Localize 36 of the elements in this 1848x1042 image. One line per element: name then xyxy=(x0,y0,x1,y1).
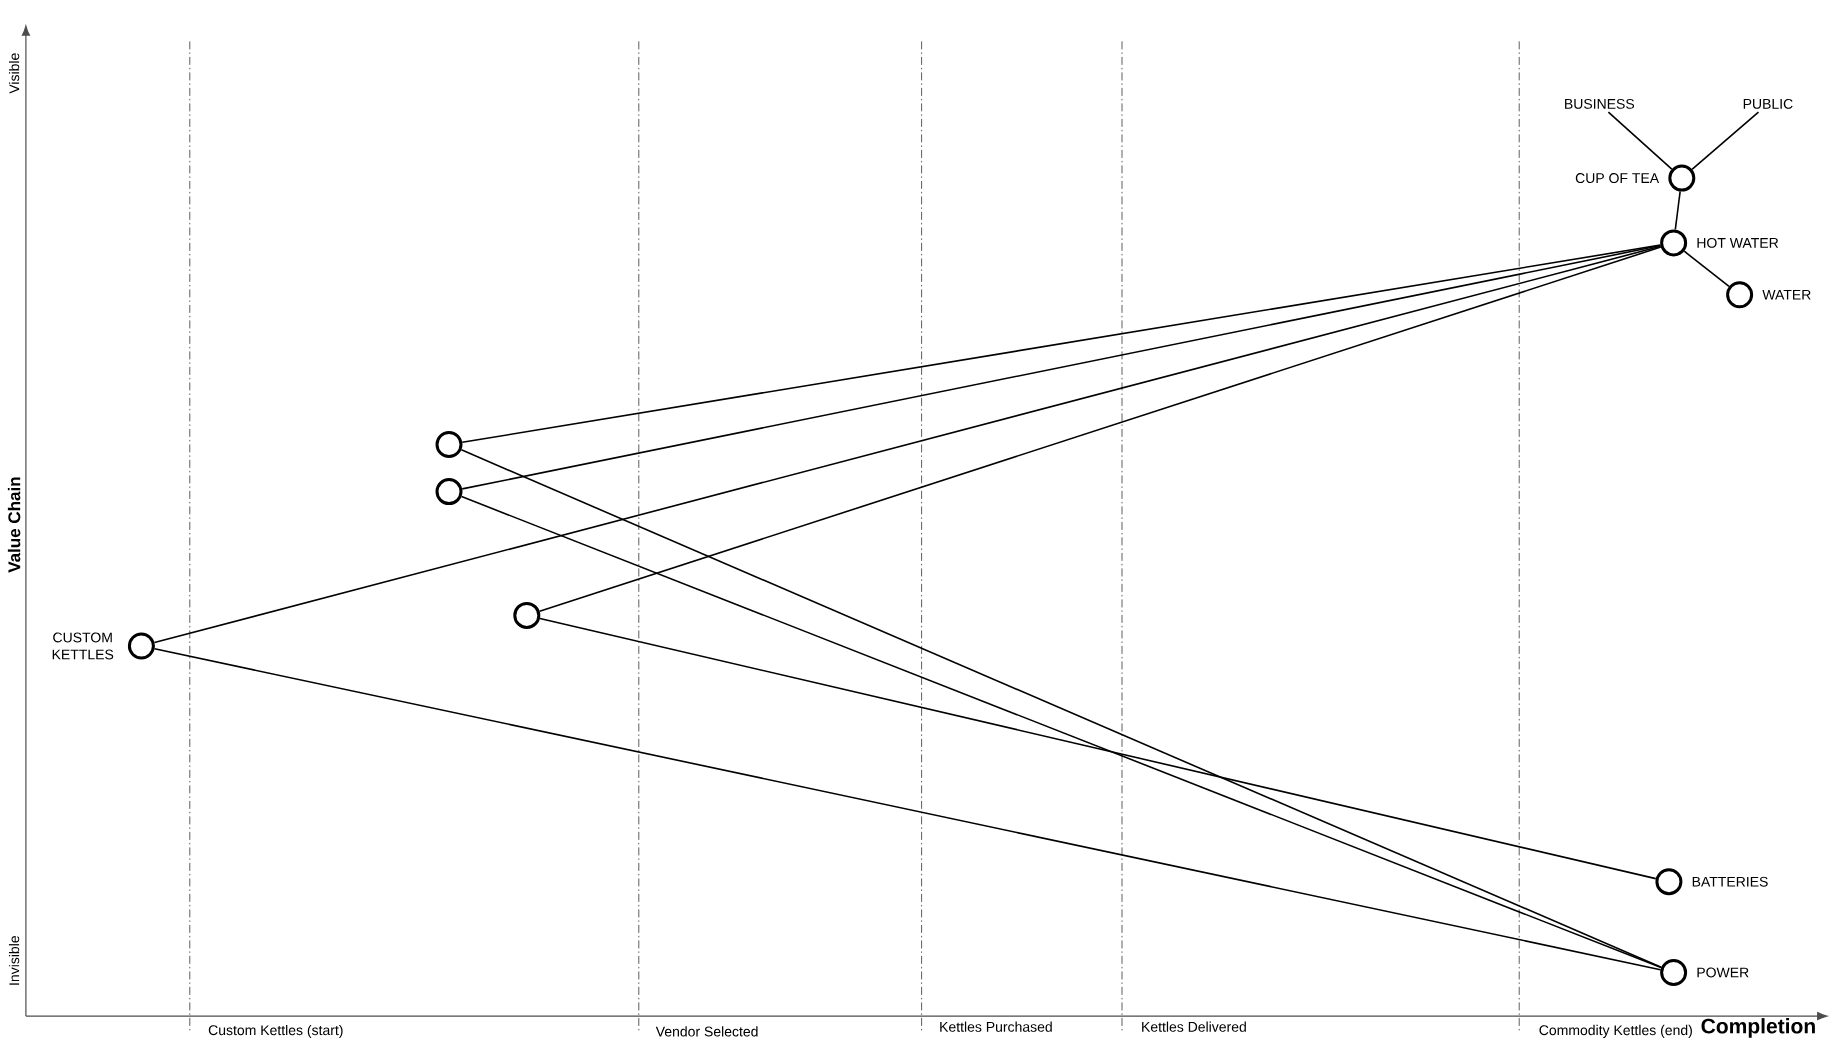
connector-line xyxy=(1607,111,1673,170)
stage-label: Vendor Selected xyxy=(655,1026,758,1037)
axis-label: Visible xyxy=(8,53,20,94)
axis-label: Value Chain xyxy=(7,477,21,573)
connector-line xyxy=(539,617,1657,880)
component-circle xyxy=(435,478,463,506)
node-label: BATTERIES xyxy=(1692,876,1768,887)
connector-line xyxy=(1683,250,1730,288)
component-circle xyxy=(513,601,541,629)
connector-line xyxy=(153,648,1662,971)
axis-label: Completion xyxy=(1701,1018,1815,1038)
connector-line xyxy=(461,244,1662,490)
component-node: CUSTOM KETTLES xyxy=(52,632,155,660)
stage-label: Kettles Delivered xyxy=(1142,1021,1246,1032)
component-node: HOT WATER xyxy=(1660,229,1779,257)
stage-label: Kettles Purchased xyxy=(940,1021,1052,1032)
connector-line xyxy=(1691,111,1760,171)
axis-label: Invisible xyxy=(8,936,20,985)
stage-label: Commodity Kettles (end) xyxy=(1539,1024,1692,1038)
component-node: BATTERIES xyxy=(1655,868,1768,896)
connector-line xyxy=(461,244,1662,444)
node-label: CUSTOM KETTLES xyxy=(52,632,114,660)
component-node: CUP OF TEA xyxy=(1575,164,1696,192)
connector-line xyxy=(1674,190,1681,231)
connector-line xyxy=(538,246,1662,613)
node-label: CUP OF TEA xyxy=(1575,173,1660,184)
component-circle xyxy=(435,431,463,458)
connector-line xyxy=(153,245,1662,644)
component-node: POWER xyxy=(1660,959,1749,986)
stage-label: Custom Kettles (start) xyxy=(208,1024,343,1038)
user-label: PUBLIC xyxy=(1743,98,1793,109)
user-label: BUSINESS xyxy=(1565,98,1635,109)
node-label: POWER xyxy=(1697,967,1749,978)
component-node: WATER xyxy=(1726,281,1811,309)
node-label: WATER xyxy=(1762,289,1811,300)
node-label: HOT WATER xyxy=(1697,237,1779,248)
